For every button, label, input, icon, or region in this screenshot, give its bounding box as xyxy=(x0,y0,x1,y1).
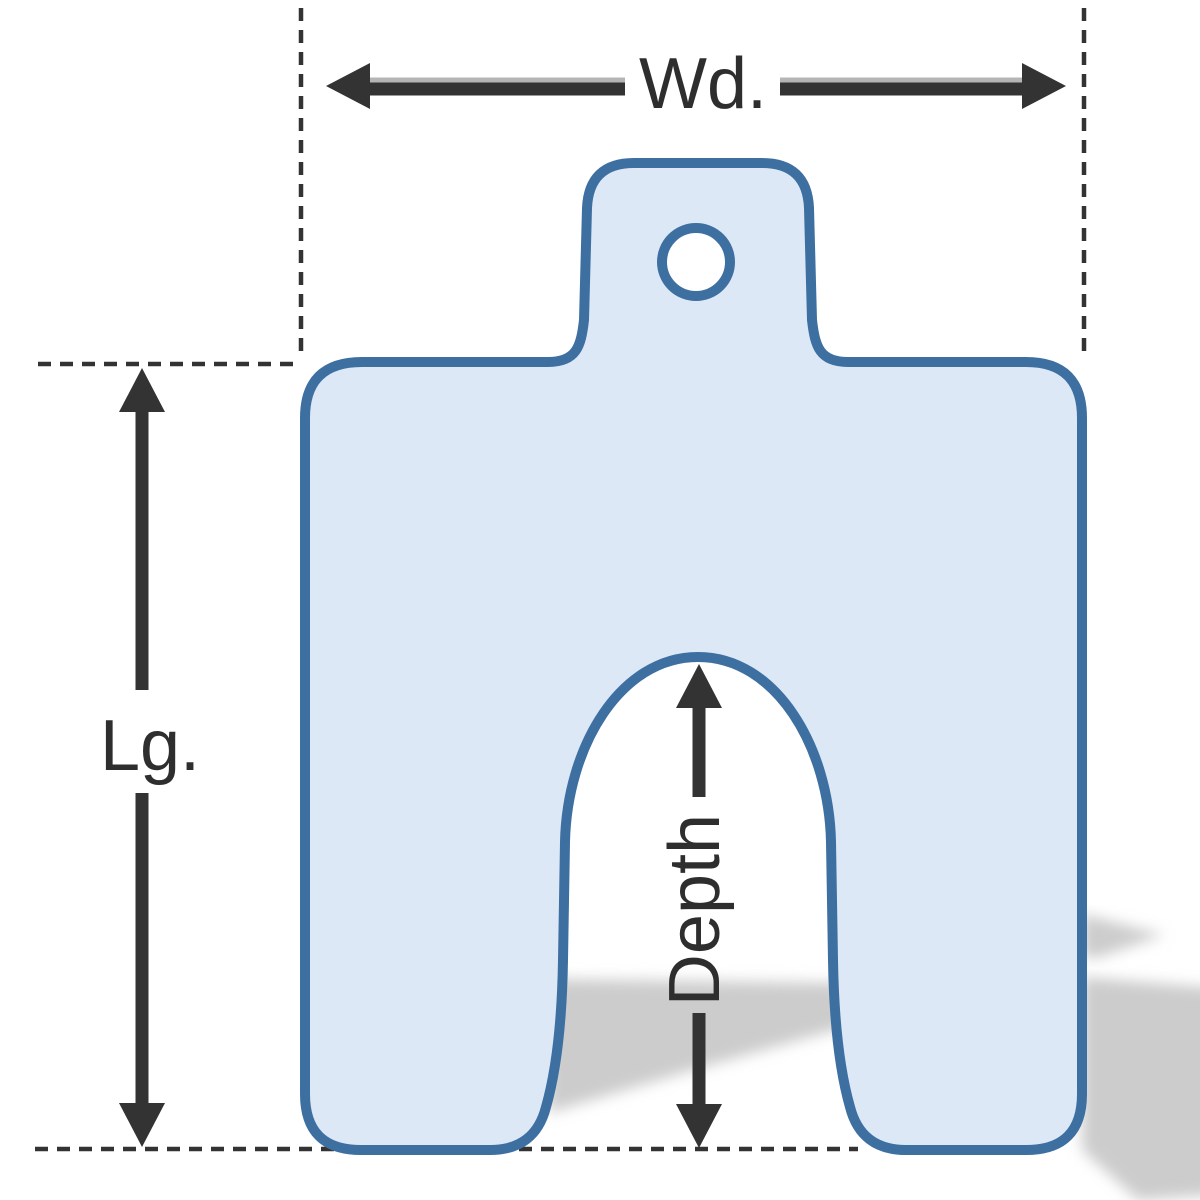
slotted-shim xyxy=(300,158,1087,1155)
depth-label: Depth xyxy=(655,814,735,1006)
length-arrowhead-up xyxy=(119,368,165,412)
length-arrowhead-down xyxy=(119,1103,165,1147)
width-arrowhead-left xyxy=(326,63,370,109)
shim-body xyxy=(300,158,1087,1155)
length-label: Lg. xyxy=(100,706,200,786)
width-arrowhead-right xyxy=(1022,63,1066,109)
shadow-right-mass xyxy=(1082,977,1200,1200)
depth-arrowhead-up xyxy=(676,664,722,708)
shadow-tab-finger xyxy=(1082,914,1164,958)
width-label: Wd. xyxy=(639,44,767,124)
length-dimension: Lg. xyxy=(100,368,200,1147)
extension-lines xyxy=(35,8,1087,1152)
width-dimension: Wd. xyxy=(326,44,1066,124)
shim-hang-hole xyxy=(657,223,735,301)
depth-arrowhead-down xyxy=(676,1104,722,1148)
depth-dimension: Depth xyxy=(655,664,735,1148)
